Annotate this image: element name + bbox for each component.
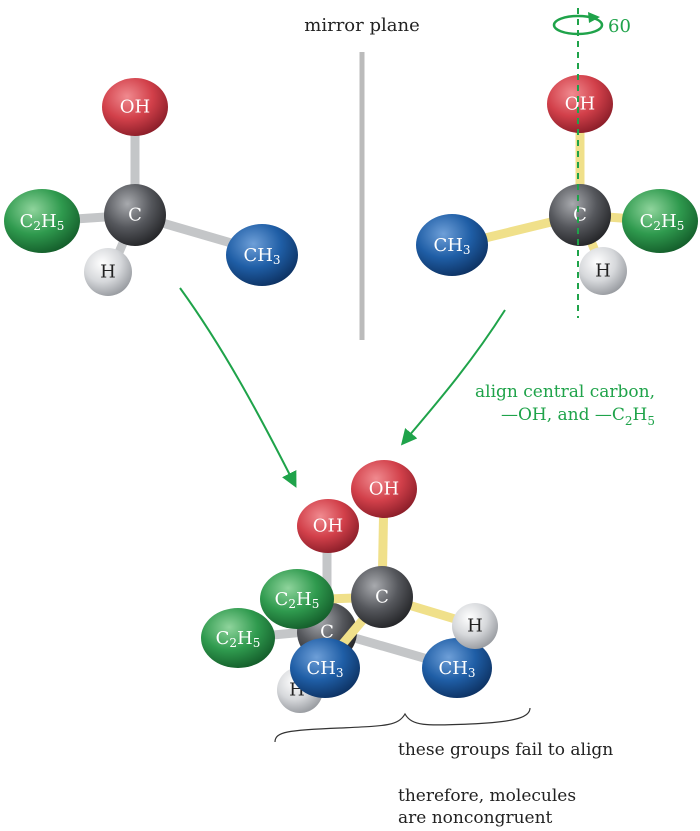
svg-text:C: C	[128, 205, 142, 226]
hydrogen-atom: H	[84, 248, 132, 296]
svg-text:C2H5: C2H5	[216, 628, 261, 651]
methyl-atom: CH3	[226, 224, 298, 286]
fail-caption: these groups fail to align	[398, 740, 613, 760]
right-arrow	[400, 309, 506, 446]
oh-atom: OH	[547, 75, 613, 133]
front-hydrogen-atom: H	[452, 603, 498, 649]
svg-text:OH: OH	[369, 479, 399, 500]
back-ethyl-atom: C2H5	[201, 608, 275, 668]
svg-text:H: H	[467, 616, 483, 637]
front-ethyl-atom: C2H5	[260, 569, 334, 629]
rotation-angle-label: 60	[608, 16, 631, 37]
svg-text:C2H5: C2H5	[640, 211, 685, 234]
left-molecule: OH C2H5 C H CH3	[4, 78, 298, 296]
svg-text:CH3: CH3	[306, 658, 343, 681]
svg-text:H: H	[100, 262, 116, 283]
front-methyl-atom: CH3	[290, 638, 360, 698]
ethyl-atom: C2H5	[4, 189, 80, 253]
mirror-plane-label: mirror plane	[304, 15, 419, 36]
superimposed-molecules: OH C2H5 C H CH3 OH C2H5	[201, 460, 498, 713]
left-arrow	[179, 287, 297, 488]
methyl-atom: CH3	[416, 214, 488, 276]
svg-text:OH: OH	[565, 94, 595, 115]
svg-text:C: C	[375, 587, 389, 608]
right-molecule: OH C C2H5 CH3 H 60	[416, 8, 698, 318]
ethyl-atom: C2H5	[622, 189, 698, 253]
svg-text:OH: OH	[313, 516, 343, 537]
svg-text:C: C	[573, 205, 587, 226]
back-oh-atom: OH	[297, 499, 359, 553]
svg-text:CH3: CH3	[438, 658, 475, 681]
oh-atom: OH	[102, 78, 168, 136]
svg-text:C2H5: C2H5	[20, 211, 65, 234]
svg-text:CH3: CH3	[433, 235, 470, 258]
svg-text:CH3: CH3	[243, 245, 280, 268]
brace	[274, 707, 531, 743]
hydrogen-atom: H	[579, 247, 627, 295]
svg-text:C2H5: C2H5	[275, 589, 320, 612]
therefore-caption-line2: are noncongruent	[398, 808, 553, 828]
front-central-carbon: C	[351, 566, 413, 628]
back-methyl-atom: CH3	[422, 638, 492, 698]
rotation-arrow-icon	[552, 12, 604, 36]
front-oh-atom: OH	[351, 460, 417, 518]
svg-text:H: H	[595, 261, 611, 282]
therefore-caption-line1: therefore, molecules	[398, 786, 576, 806]
central-carbon: C	[104, 184, 166, 246]
svg-text:OH: OH	[120, 97, 150, 118]
align-caption-line2: —OH, and —C2H5	[501, 405, 655, 428]
central-carbon: C	[549, 184, 611, 246]
svg-text:C: C	[320, 622, 334, 643]
align-caption-line1: align central carbon,	[475, 382, 655, 402]
